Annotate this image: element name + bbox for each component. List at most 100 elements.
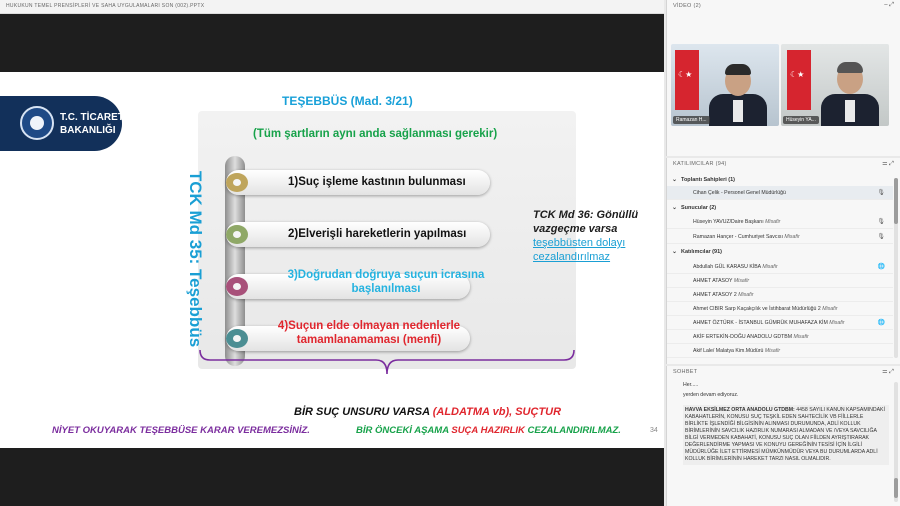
chat-messages: Her..... yerden devam ediyoruz. HAVVA EK… [683,382,889,502]
participant-guest-tag: Misafir [784,234,800,240]
share-pod: HUKUKUN TEMEL PRENSİPLERİ VE SAHA UYGULA… [0,0,664,506]
bottom-brace [199,350,575,375]
logo-text-line1: T.C. TİCARET [60,112,124,123]
participant-name: Akif Lale/ Malatya Kim.Müdürü [693,348,764,354]
participant-guest-tag: Misafir [764,348,781,354]
side-note-link: teşebbüsten dolayı cezalandırılmaz [533,237,626,263]
step-knob-icon [226,173,248,192]
participants-scrollbar[interactable] [894,178,898,358]
participant-name: AKİF ERTEKİN-DOĞU ANADOLU GDTBM [693,334,793,340]
step-1-label: 1)Suç işleme kastının bulunması [288,176,466,188]
step-3: 3)Doğrudan doğruya suçun icrasına başlan… [226,269,484,299]
letterbox-bottom [0,448,664,506]
vertical-label-text: TCK Md 35: Teşebbüs [186,170,205,348]
step-1: 1)Suç işleme kastının bulunması [226,170,490,195]
slide-page-number: 34 [650,427,658,434]
side-note-text: TCK Md 36: Gönüllü vazgeçme varsa [533,209,639,235]
video-tile-1-name: Ramazan H... [673,116,710,124]
participant-row[interactable]: AHMET ATASOY 2 Misafir [667,288,893,302]
participant-guest-tag: Misafir [793,334,809,340]
participant-row[interactable]: Abdullah GÜL KARASU KİBA Misafir 🌐 [667,260,893,274]
participants-pod: KATILIMCILAR (94) ⚌ ⤢ ⌄ Toplantı Sahiple… [666,158,900,364]
participant-name: AHMET ATASOY 2 [693,292,737,298]
video-tile-2-name: Hüseyin YA... [783,116,819,124]
participant-row[interactable]: AKİF ERTEKİN-DOĞU ANADOLU GDTBM Misafir [667,330,893,344]
slide-title: TEŞEBBÜS (Mad. 3/21) [282,94,413,108]
letterbox-top [0,14,664,72]
person-hair [725,64,751,75]
bottom-statement-a: BİR SUÇ UNSURU VARSA [294,406,433,418]
group-attendees-label: Katılımcılar (91) [681,249,722,255]
microphone-icon: 🎙 [877,234,885,240]
participant-name: Ramazan Hançer - Cumhuriyet Savcısı [693,234,783,240]
group-presenters[interactable]: ⌄ Sunucular (2) [667,202,893,214]
globe-icon: 🌐 [877,264,885,270]
vertical-label: TCK Md 35: Teşebbüs [180,170,210,348]
presentation-slide[interactable]: T.C. TİCARET BAKANLIĞI TEŞEBBÜS (Mad. 3/… [0,72,664,448]
share-file-title: HUKUKUN TEMEL PRENSİPLERİ VE SAHA UYGULA… [6,3,205,9]
person-hair [837,62,863,73]
step-2-label: 2)Elverişli hareketlerin yapılması [288,228,467,240]
step-knob-icon [226,277,248,296]
participant-name: AHMET ATASOY [693,278,733,284]
bottom-note-right: BİR ÖNCEKİ AŞAMA SUÇA HAZIRLIK CEZALANDI… [356,425,621,436]
step-knob-icon [226,329,248,348]
participant-name: AHMET ÖZTÜRK - İSTANBUL GÜMRÜK MUHAFAZA … [693,320,828,326]
video-tile-2[interactable]: Hüseyin YA... [781,44,889,126]
step-4-label: 4)Suçun elde olmayan nedenlerle tamamlan… [277,320,461,346]
bottom-statement-b: (ALDATMA vb), SUÇTUR [432,406,562,418]
bottom-note-right-a: BİR ÖNCEKİ AŞAMA [356,425,452,436]
chevron-down-icon: ⌄ [672,205,678,211]
chat-pod-controls[interactable]: ⚌ ⤢ [882,369,894,375]
side-note: TCK Md 36: Gönüllü vazgeçme varsa teşebb… [533,208,663,264]
participant-name: Ahmet CIBIR Sarp Kaçakçılık ve İstihbara… [693,306,821,312]
step-knob-icon [226,225,248,244]
chat-message: Her..... [683,382,699,388]
chat-message-text: 4458 SAYILI KANUN KAPSAMINDAKİ KABAHATLE… [685,407,885,462]
slide-subtitle: (Tüm şartların aynı anda sağlanması gere… [253,128,498,140]
participant-row[interactable]: Ramazan Hançer - Cumhuriyet Savcısı Misa… [667,230,893,244]
participant-guest-tag: Misafir [822,306,838,312]
participant-name: Abdullah GÜL KARASU KİBA [693,264,761,270]
logo-text-line2: BAKANLIĞI [60,125,116,136]
bottom-note-right-b: SUÇA HAZIRLIK [451,425,525,436]
ministry-seal-icon [20,106,54,140]
chat-pod: SOHBET ⚌ ⤢ Her..... yerden devam ediyoru… [666,366,900,506]
participant-guest-tag: Misafir [762,264,778,270]
participants-pod-title: KATILIMCILAR (94) [673,161,727,167]
chat-scrollbar[interactable] [894,382,898,502]
participant-row[interactable]: Hüseyin YAVUZ/Daire Başkanı Misafir 🎙 [667,215,893,229]
video-pod: VİDEO (2) – ⤢ Ramazan H... Hüseyin YA... [666,0,900,156]
microphone-icon: 🎙 [877,219,885,225]
participant-row[interactable]: Ahmet CIBIR Sarp Kaçakçılık ve İstihbara… [667,302,893,316]
video-pod-controls[interactable]: – ⤢ [884,2,894,8]
participant-guest-tag: Misafir [765,219,781,225]
bottom-note-left: NİYET OKUYARAK TEŞEBBÜSE KARAR VEREMEZSİ… [52,425,310,436]
step-4: 4)Suçun elde olmayan nedenlerle tamamlan… [226,320,470,351]
chat-message: yerden devam ediyoruz. [683,392,739,398]
participants-pod-controls[interactable]: ⚌ ⤢ [882,161,894,167]
participant-row[interactable]: Akif Lale/ Malatya Kim.Müdürü Misafir [667,344,893,358]
steps-pillar [225,156,245,366]
participant-name: Hüseyin YAVUZ/Daire Başkanı [693,219,764,225]
group-hosts-label: Toplantı Sahipleri (1) [681,177,735,183]
person-shirt [733,100,743,122]
chat-pod-title: SOHBET [673,369,698,375]
ministry-logo: T.C. TİCARET BAKANLIĞI [0,96,124,151]
group-hosts[interactable]: ⌄ Toplantı Sahipleri (1) [667,174,893,186]
step-2: 2)Elverişli hareketlerin yapılması [226,222,490,247]
person-shirt [845,100,855,122]
group-attendees[interactable]: ⌄ Katılımcılar (91) [667,246,893,258]
participant-guest-tag: Misafir [738,292,754,298]
group-presenters-label: Sunucular (2) [681,205,717,211]
microphone-icon: 🎙 [877,190,885,196]
participant-row[interactable]: AHMET ATASOY Misafir [667,274,893,288]
video-tile-1[interactable]: Ramazan H... [671,44,779,126]
participant-name: Cihan Çelik - Personel Genel Müdürlüğü [693,190,786,196]
step-3-label: 3)Doğrudan doğruya suçun icrasına başlan… [287,269,485,295]
participant-row[interactable]: AHMET ÖZTÜRK - İSTANBUL GÜMRÜK MUHAFAZA … [667,316,893,330]
participant-row[interactable]: Cihan Çelik - Personel Genel Müdürlüğü 🎙 [667,186,893,200]
bottom-statement: BİR SUÇ UNSURU VARSA (ALDATMA vb), SUÇTU… [294,406,561,418]
flag-icon [787,50,811,110]
